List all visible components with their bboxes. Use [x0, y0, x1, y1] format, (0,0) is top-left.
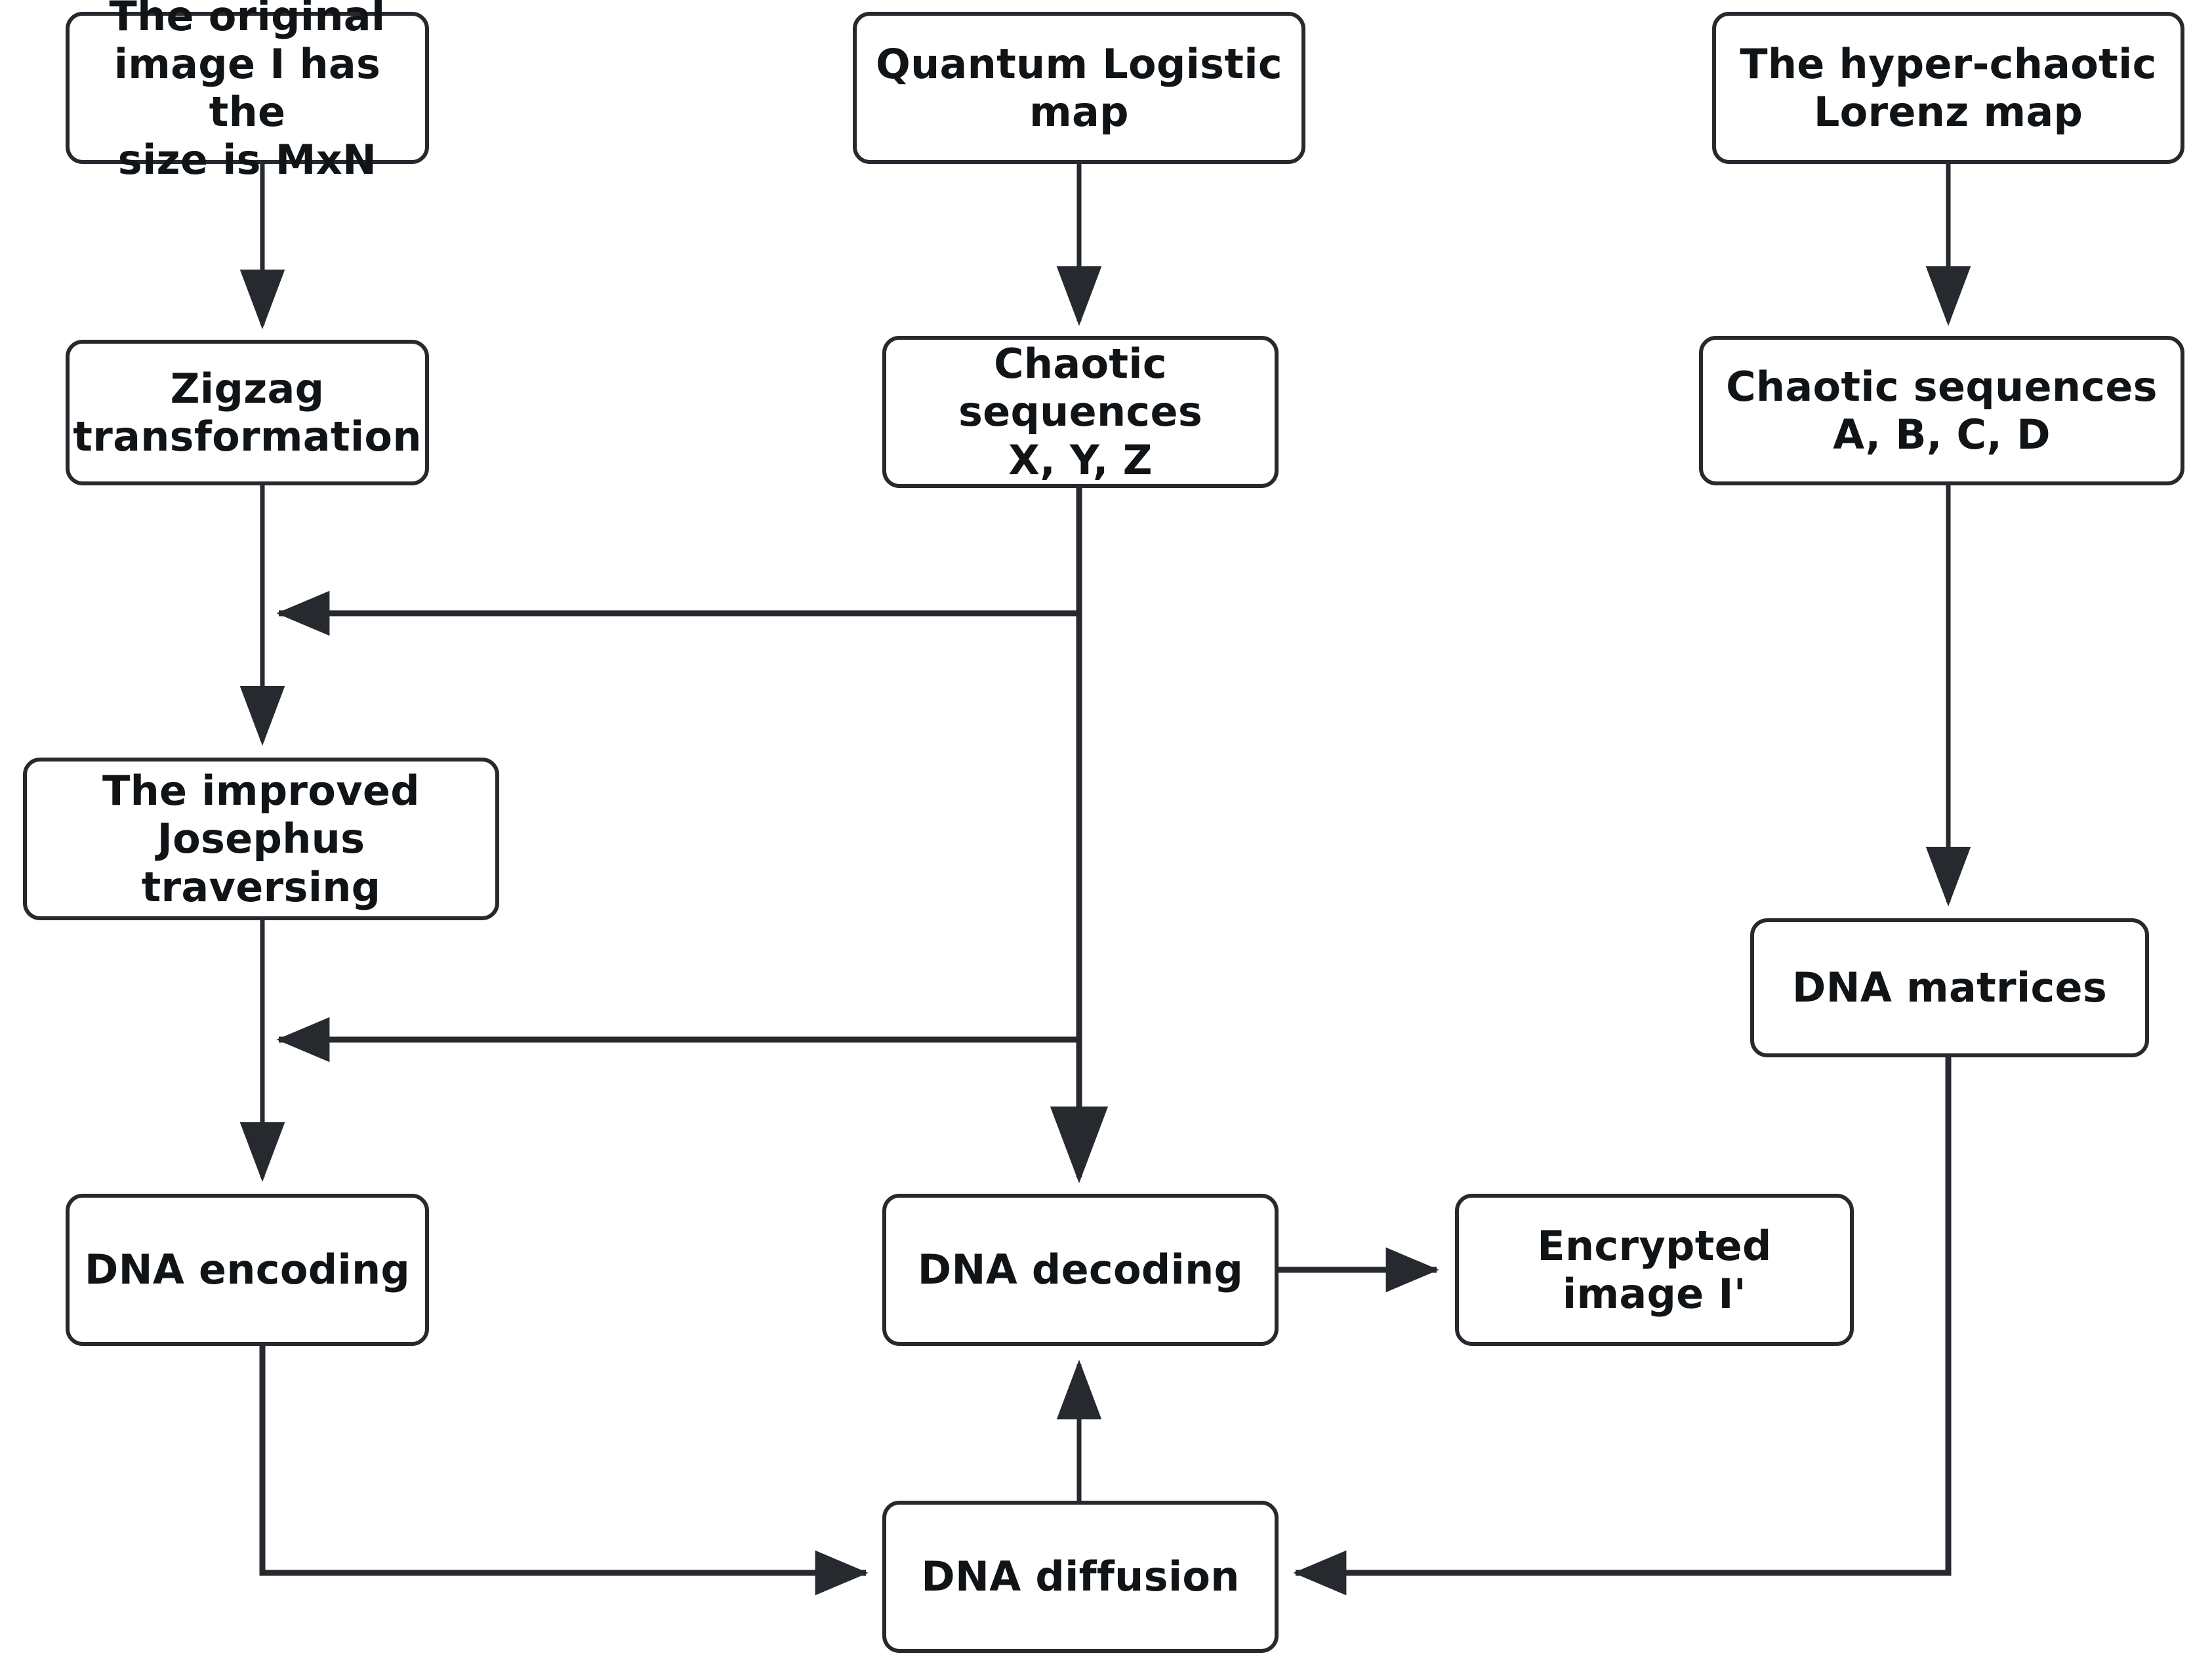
node-improved-josephus-traversing[interactable]: The improved Josephus traversing [23, 758, 499, 920]
node-label: Chaotic sequences X, Y, Z [958, 340, 1203, 484]
node-label: Chaotic sequences A, B, C, D [1726, 362, 2158, 458]
node-label: Zigzag transformation [73, 364, 422, 460]
node-label: The original image I has the size is MxN [109, 0, 386, 184]
node-dna-diffusion[interactable]: DNA diffusion [882, 1501, 1279, 1653]
node-label: DNA diffusion [921, 1553, 1240, 1601]
node-label: DNA encoding [84, 1246, 411, 1294]
node-chaotic-sequences-xyz[interactable]: Chaotic sequences X, Y, Z [882, 336, 1279, 488]
node-label: Quantum Logistic map [876, 39, 1282, 136]
node-dna-encoding[interactable]: DNA encoding [66, 1194, 429, 1346]
node-hyper-chaotic-lorenz-map[interactable]: The hyper-chaotic Lorenz map [1712, 12, 2184, 164]
node-original-image[interactable]: The original image I has the size is MxN [66, 0, 429, 184]
edge-dna-encoding-to-dna-diffusion [259, 1346, 869, 1596]
node-label: The hyper-chaotic Lorenz map [1740, 39, 2157, 136]
node-label: DNA decoding [917, 1246, 1244, 1294]
node-dna-matrices[interactable]: DNA matrices [1750, 918, 2149, 1057]
node-dna-decoding[interactable]: DNA decoding [882, 1194, 1279, 1346]
node-zigzag-transformation[interactable]: Zigzag transformation [66, 340, 429, 485]
node-quantum-logistic-map[interactable]: Quantum Logistic map [853, 12, 1305, 164]
node-chaotic-sequences-abcd[interactable]: Chaotic sequences A, B, C, D [1699, 336, 2184, 485]
node-encrypted-image[interactable]: Encrypted image I' [1455, 1194, 1854, 1346]
node-label: Encrypted image I' [1537, 1221, 1772, 1318]
node-label: The improved Josephus traversing [102, 767, 420, 911]
node-label: DNA matrices [1792, 964, 2108, 1012]
